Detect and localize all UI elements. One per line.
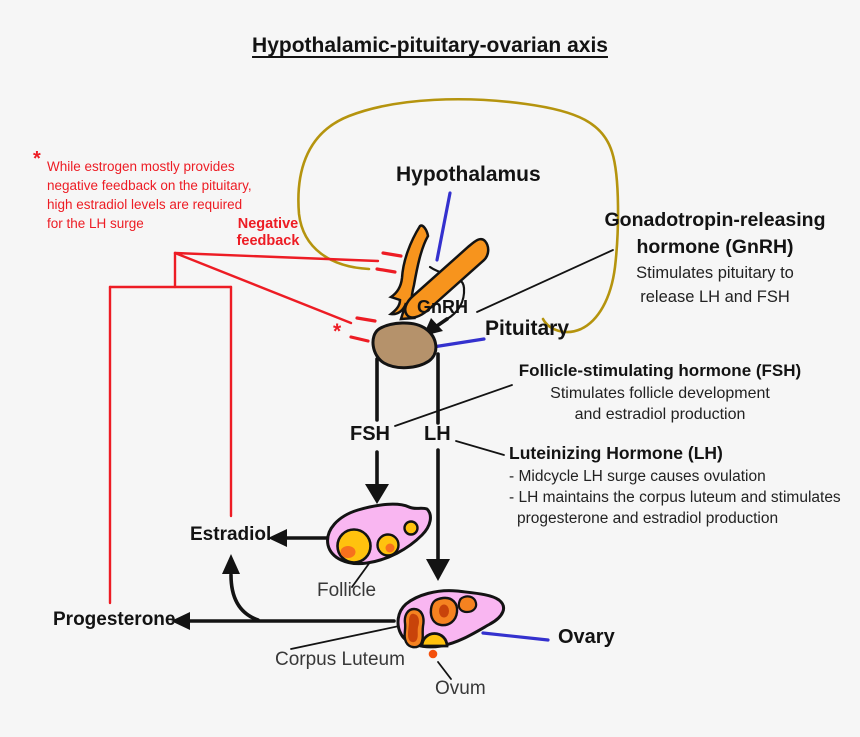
lh-annotation-desc-line: - Midcycle LH surge causes ovulation [509,468,766,485]
negative-feedback-line: feedback [236,232,300,249]
estradiol-branch-curve [229,573,260,622]
lh-arrowhead [426,559,450,581]
progesterone-label: Progesterone [53,609,176,630]
lh-label: LH [424,423,451,445]
estradiol-label: Estradiol [190,524,272,545]
estrogen-feedback-note: While estrogen mostly provides negative … [47,157,252,233]
hypothalamus-band [387,224,430,321]
fsh-label: FSH [350,423,390,445]
follicle-large-egg-core [340,546,356,558]
follicle-medium-egg-core [385,543,395,553]
negative-feedback-label: Negative feedback [220,216,316,249]
feedback-line-to-hypothalamus [173,251,380,263]
hypothalamus-shape [387,224,490,321]
fsh-annotation-pointer [394,384,513,427]
progesterone-arrowhead [171,612,190,630]
inhibition-dash [381,251,403,258]
gnrh-annotation-title-line: Gonadotropin-releasing [604,209,826,231]
fsh-annotation-desc-line: Stimulates follicle development [550,385,770,402]
ovary-shape [396,589,506,659]
note-line: for the LH surge [47,216,144,231]
lh-annotation-title: Luteinizing Hormone (LH) [509,443,723,463]
follicle-large-egg [336,528,372,564]
corpus-luteum-blob-left-core [408,613,419,643]
pituitary-inhibition-asterisk: * [333,320,342,343]
note-line: high estradiol levels are required [47,197,243,212]
ovum-pointer [437,661,452,680]
fsh-arrowhead [365,484,389,504]
hypothalamus-stalk [404,237,490,319]
gnrh-annotation-desc-line: release LH and FSH [640,288,790,306]
corpus-luteum-label: Corpus Luteum [275,649,405,670]
corpus-luteum-blob-small [457,595,478,614]
lh-annotation-block: Luteinizing Hormone (LH) - Midcycle LH s… [509,441,855,529]
ovum-dot [428,649,438,659]
inhibition-dash [349,335,370,343]
negative-feedback-line: Negative [237,216,299,232]
ovum-label: Ovum [435,678,486,699]
pituitary-pointer-line [431,337,486,349]
blue-pointer-lines [431,191,550,642]
follicle-small-egg [403,520,419,536]
ovary-label: Ovary [558,626,615,648]
follicle-label: Follicle [317,580,377,601]
pituitary-label: Pituitary [485,317,570,340]
negative-feedback-lines [108,251,403,605]
ovary-pointer-line [481,631,550,642]
fsh-annotation-desc-line: and estradiol production [574,406,746,423]
hormone-arrows [171,265,466,630]
hypothalamus-pointer-line [435,191,452,262]
page-title: Hypothalamic-pituitary-ovarian axis [252,34,608,57]
gnrh-annotation-block: Gonadotropin-releasing hormone (GnRH) St… [590,207,840,309]
estradiol-branch-arrowhead [222,554,240,574]
ovulating-follicle-bump [420,632,449,648]
fsh-annotation-block: Follicle-stimulating hormone (FSH) Stimu… [495,359,825,425]
note-asterisk: * [33,148,41,170]
brain-outline [297,97,620,334]
note-line: negative feedback on the pituitary, [47,178,252,193]
inhibition-dash [375,267,397,274]
estradiol-arrowhead [268,529,287,547]
gnrh-annotation-pointer [476,249,614,313]
inhibition-dash [355,316,377,323]
gnrh-label: GnRH [417,297,468,317]
fsh-annotation-title: Follicle-stimulating hormone (FSH) [518,361,802,380]
gnrh-annotation-desc-line: Stimulates pituitary to [636,264,794,282]
gnrh-annotation-title-line: hormone (GnRH) [636,236,794,258]
lh-annotation-desc-line: progesterone and estradiol production [517,510,779,527]
corpus-luteum-blob-middle-core [439,604,449,618]
pituitary-shape [371,321,438,370]
hypothalamus-label: Hypothalamus [396,163,541,186]
follicle-shape [326,502,432,566]
feedback-line-to-pituitary [173,251,353,325]
note-line: While estrogen mostly provides [47,159,235,174]
lh-annotation-desc-line: - LH maintains the corpus luteum and sti… [509,489,841,506]
lh-annotation-pointer [455,440,505,456]
